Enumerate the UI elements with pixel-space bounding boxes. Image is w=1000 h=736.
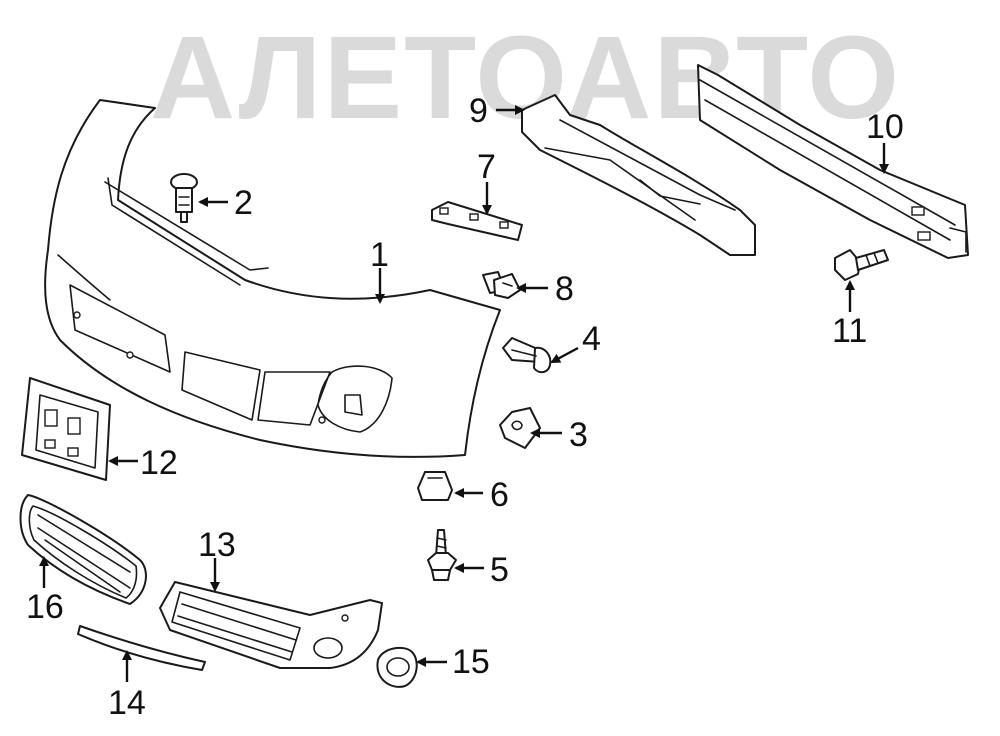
callout-15: 15 xyxy=(452,643,490,681)
leader-lines xyxy=(39,105,889,682)
retainer-clip xyxy=(417,471,453,501)
callout-13: 13 xyxy=(198,526,236,564)
callout-5: 5 xyxy=(490,551,509,589)
callout-9: 9 xyxy=(469,92,488,130)
push-clip xyxy=(170,173,198,223)
bumper-bracket xyxy=(431,201,523,241)
fog-lamp-cover xyxy=(376,646,418,688)
callout-7: 7 xyxy=(477,148,496,186)
callout-14: 14 xyxy=(108,684,146,722)
callout-3: 3 xyxy=(569,416,588,454)
lower-grille xyxy=(19,494,147,605)
license-plate-bracket xyxy=(21,377,111,481)
bolt xyxy=(834,249,889,281)
bumper-cover xyxy=(44,99,501,458)
callout-10: 10 xyxy=(866,108,904,146)
screw xyxy=(427,529,457,581)
callout-1: 1 xyxy=(370,236,389,274)
callout-2: 2 xyxy=(234,184,253,222)
clip-nut xyxy=(499,407,541,449)
callout-6: 6 xyxy=(490,476,509,514)
reinforcement-beam xyxy=(697,64,969,259)
callout-16: 16 xyxy=(26,588,64,626)
fog-lamp-bezel xyxy=(159,581,383,669)
callout-11: 11 xyxy=(832,312,867,350)
callout-8: 8 xyxy=(555,270,574,308)
callout-4: 4 xyxy=(582,320,601,358)
push-rivet xyxy=(502,337,552,374)
trim-molding xyxy=(77,625,206,671)
energy-absorber xyxy=(521,94,756,256)
callout-12: 12 xyxy=(140,444,178,482)
screw-grommet xyxy=(482,271,521,299)
callout-labels: 1 2 3 4 5 6 7 8 9 10 11 12 13 14 15 16 xyxy=(26,92,904,722)
